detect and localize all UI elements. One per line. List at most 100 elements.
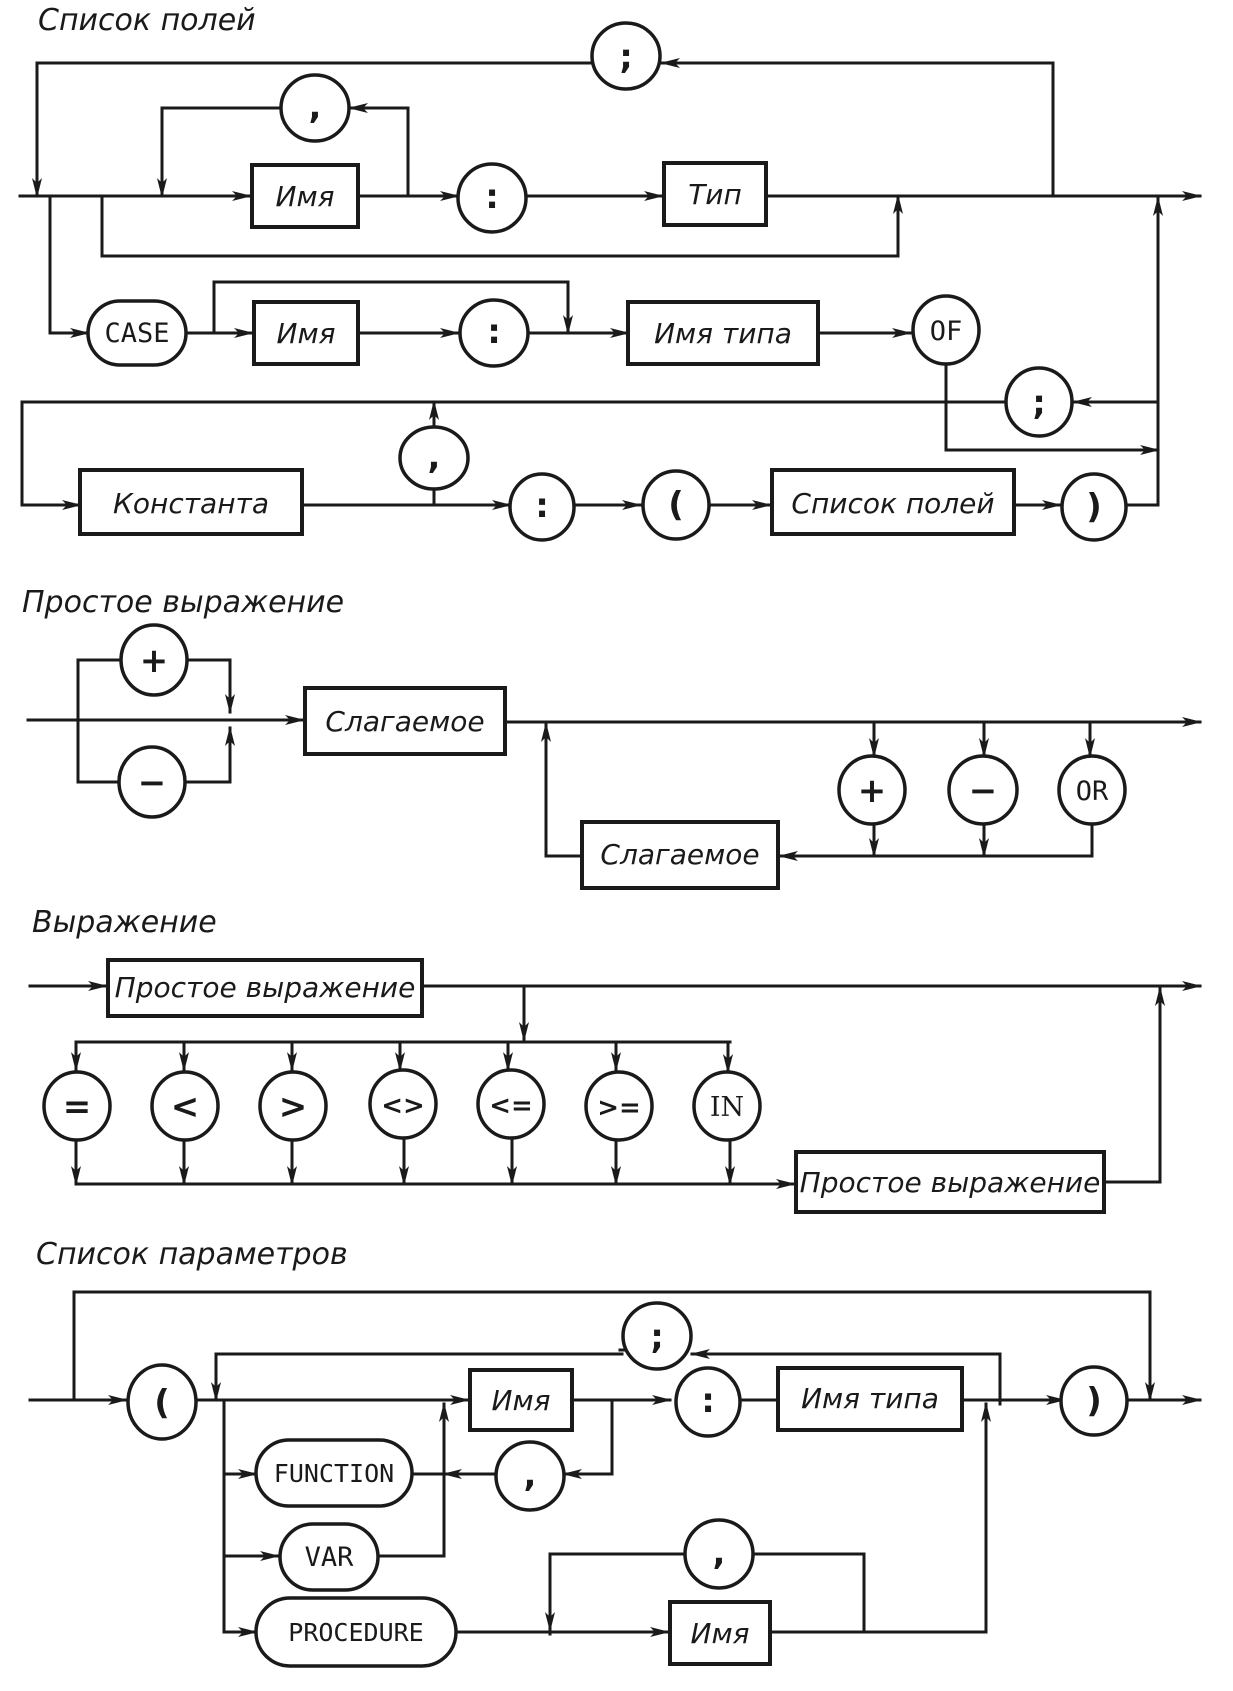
svg-text:<: < [171, 1087, 200, 1127]
svg-text::: : [535, 486, 549, 526]
node-function: FUNCTION [254, 1438, 414, 1508]
node-case-name: Имя [252, 300, 360, 366]
node-semicolon-mid: ; [1004, 366, 1074, 438]
svg-text:−: − [969, 771, 998, 811]
svg-text::: : [701, 1381, 715, 1421]
node-colon: : [456, 162, 528, 234]
svg-text:;: ; [1032, 383, 1046, 423]
node-procedure: PROCEDURE [254, 1596, 458, 1668]
svg-text:,: , [524, 1455, 537, 1495]
node-comma-mid: , [398, 425, 470, 491]
connector-lines [18, 58, 1202, 510]
svg-text:VAR: VAR [305, 1542, 355, 1573]
svg-text:+: + [140, 641, 169, 681]
diagram-field-list: Список полей [18, 3, 1202, 542]
node-in: IN [692, 1070, 762, 1142]
connector-lines [28, 981, 1202, 1189]
svg-text:OF: OF [930, 316, 963, 347]
svg-text:Имя: Имя [691, 1617, 750, 1650]
connector-lines [26, 658, 1202, 861]
svg-text:+: + [858, 771, 887, 811]
svg-text:Список полей: Список полей [791, 487, 994, 520]
svg-text:Имя типа: Имя типа [801, 1382, 939, 1415]
node-field-list-ref: Список полей [770, 468, 1016, 536]
svg-text:CASE: CASE [104, 318, 169, 349]
svg-text:−: − [138, 763, 167, 803]
node-plus-op: + [837, 754, 907, 826]
node-ne: <> [368, 1068, 438, 1140]
node-colon: : [674, 1366, 742, 1438]
svg-text:Слагаемое: Слагаемое [600, 838, 759, 871]
node-plus-prefix: + [119, 623, 189, 697]
svg-text:FUNCTION: FUNCTION [274, 1459, 394, 1488]
svg-text:(: ( [668, 485, 684, 525]
node-constant: Константа [78, 468, 304, 536]
node-lparen: ( [641, 469, 711, 541]
svg-text:Имя: Имя [492, 1384, 551, 1417]
node-lt: < [150, 1070, 220, 1142]
svg-text:): ) [1086, 1381, 1102, 1421]
svg-text::: : [487, 312, 501, 352]
node-of: OF [911, 294, 981, 366]
svg-text::: : [485, 177, 499, 217]
node-colon2: : [508, 472, 576, 542]
svg-text:,: , [713, 1533, 726, 1573]
node-ge: >= [584, 1070, 654, 1142]
node-rparen: ) [1060, 472, 1128, 542]
node-term-loop: Слагаемое [580, 820, 780, 890]
svg-text:,: , [428, 437, 441, 477]
svg-text:(: ( [154, 1383, 170, 1423]
svg-text:Константа: Константа [113, 487, 269, 520]
node-semicolon: ; [621, 1301, 693, 1371]
diagram-expression: Выражение Простое выражение [28, 905, 1202, 1214]
node-comma-top: , [279, 73, 351, 143]
node-simple-expression-2: Простое выражение [794, 1150, 1106, 1214]
node-eq: = [42, 1070, 112, 1142]
node-simple-expression: Простое выражение [106, 958, 424, 1018]
svg-text:Тип: Тип [688, 178, 742, 211]
diagram-title: Список полей [38, 3, 256, 38]
svg-text:<=: <= [489, 1091, 533, 1121]
svg-text:>=: >= [597, 1093, 641, 1123]
svg-text:Простое выражение: Простое выражение [115, 971, 416, 1004]
diagram-title: Список параметров [36, 1237, 348, 1272]
svg-text:,: , [309, 87, 322, 127]
node-name: Имя [250, 163, 360, 229]
node-minus-prefix: − [117, 745, 187, 819]
node-type: Тип [662, 161, 768, 227]
svg-text:Имя типа: Имя типа [654, 317, 792, 350]
svg-text:Имя: Имя [276, 180, 335, 213]
svg-text:Простое выражение: Простое выражение [800, 1166, 1101, 1199]
node-comma: , [494, 1440, 566, 1512]
node-var: VAR [278, 1522, 380, 1592]
svg-text:;: ; [619, 37, 633, 77]
svg-text:PROCEDURE: PROCEDURE [288, 1618, 423, 1647]
diagram-parameter-list: Список параметров [28, 1237, 1202, 1668]
node-or-op: OR [1057, 754, 1127, 826]
node-comma2: , [683, 1518, 755, 1590]
connector-lines [28, 1290, 1202, 1637]
svg-text:=: = [63, 1087, 92, 1127]
node-proc-name: Имя [668, 1600, 772, 1666]
node-name: Имя [468, 1368, 574, 1432]
svg-text:OR: OR [1076, 776, 1109, 807]
svg-text:>: > [279, 1087, 308, 1127]
svg-text:<>: <> [381, 1091, 425, 1121]
svg-text:Имя: Имя [277, 317, 336, 350]
node-rparen: ) [1059, 1365, 1129, 1437]
node-le: <= [476, 1068, 546, 1140]
node-type-name: Имя типа [626, 300, 820, 366]
node-case: CASE [86, 299, 188, 367]
node-semicolon-top: ; [590, 21, 662, 91]
diagram-title: Простое выражение [22, 585, 344, 620]
svg-text:;: ; [650, 1317, 664, 1357]
diagram-title: Выражение [32, 905, 217, 940]
svg-text:Слагаемое: Слагаемое [325, 705, 484, 738]
node-lparen: ( [126, 1363, 198, 1441]
diagram-simple-expression: Простое выражение + − [22, 585, 1202, 890]
svg-text:): ) [1086, 487, 1102, 527]
svg-text:IN: IN [710, 1092, 744, 1123]
node-term: Слагаемое [303, 686, 507, 756]
node-type-name: Имя типа [776, 1366, 964, 1432]
